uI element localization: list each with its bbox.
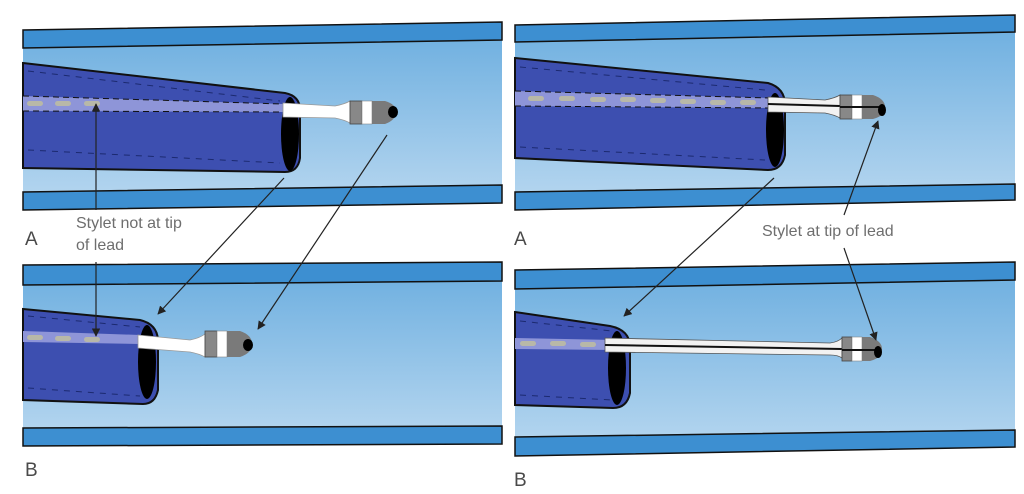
right-callout: Stylet at tip of lead (762, 223, 894, 240)
lead-sheath (514, 310, 631, 410)
stylet-dashes (27, 101, 100, 106)
arrow-sheath-end (157, 177, 285, 315)
arrow-sheath-end (623, 177, 775, 317)
lead-tip (137, 330, 253, 358)
arrow-tip-a (843, 120, 880, 216)
arrow-tip-b (843, 247, 878, 341)
stylet-dashes (520, 341, 596, 347)
vessel (514, 261, 1016, 457)
left-callout-line2: of lead (76, 237, 124, 254)
stylet-dashes (27, 335, 100, 342)
left-panel-a-letter: A (25, 229, 38, 250)
right-panel-a-letter: A (514, 229, 527, 250)
lead-sheath (514, 56, 786, 172)
right-panel-b-letter: B (514, 470, 527, 491)
lead-tip (767, 94, 886, 120)
stylet-dashes (528, 96, 756, 105)
left-panel-b (22, 261, 503, 447)
lead-sheath (22, 307, 159, 406)
lead-tip (282, 100, 398, 125)
lead-tip (604, 336, 882, 362)
left-callout-line1: Stylet not at tip (76, 215, 182, 232)
arrow-tip (257, 134, 388, 330)
left-panel-a (22, 21, 503, 211)
right-panel-a (514, 14, 1016, 211)
right-panel-b (514, 261, 1016, 457)
left-panel-b-letter: B (25, 460, 38, 481)
lead-sheath (22, 61, 301, 174)
